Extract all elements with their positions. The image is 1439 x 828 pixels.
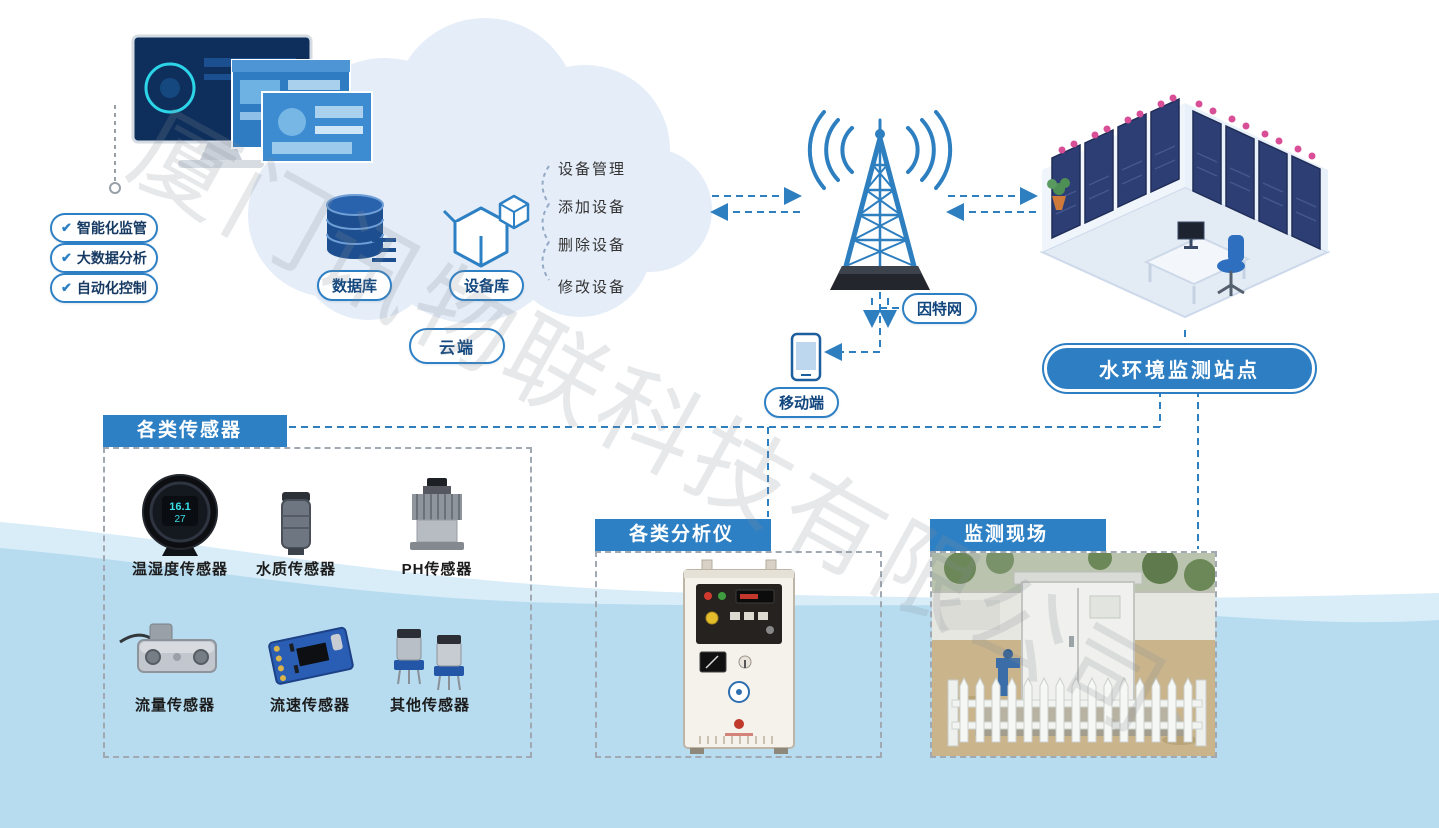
connector-lines [289,187,1199,549]
station-label-text: 水环境监测站点 [1047,348,1312,389]
monitor-illustration [131,34,373,168]
device-op-add: 添加设备 [558,199,627,216]
site-photo-image [932,553,1215,756]
sensor-other-image [394,629,464,691]
sensor-temp-humidity-image: 16.1 27 [142,474,218,556]
sensors-section-header: 各类传感器 [103,415,287,447]
temp-display-top: 16.1 [169,501,190,513]
analyzers-section-header: 各类分析仪 [595,519,771,551]
ops-divider-arcs [541,165,550,281]
sensors-section-box [103,447,532,758]
cloud-label: 云端 [409,328,506,364]
check-icon: ✔ [61,280,72,295]
database-icon [326,194,396,262]
feature-pill-automation-control: ✔ 自动化控制 [50,273,158,303]
device-library-label: 设备库 [449,270,525,301]
feature-label: 智能化监管 [76,220,147,236]
temp-display-bottom: 27 [174,514,186,525]
site-section-box [930,551,1217,758]
sensor-label-other: 其他传感器 [389,697,471,714]
device-op-delete: 删除设备 [558,237,627,254]
sensor-velocity-image [268,626,354,685]
signal-tower-icon [807,110,953,290]
mobile-label: 移动端 [764,387,840,418]
analyzers-section-box [595,551,882,758]
sensor-flow-image [119,623,217,673]
mobile-phone-icon [790,332,822,382]
internet-label: 因特网 [902,293,978,324]
sensor-label-temp-humidity: 温湿度传感器 [131,561,229,578]
sensor-ph-image [410,478,464,550]
feature-label: 自动化控制 [76,280,147,296]
feature-label: 大数据分析 [76,250,147,266]
device-op-manage: 设备管理 [558,161,627,178]
monitor-drop-line [109,105,121,194]
feature-pill-smart-supervision: ✔ 智能化监管 [50,213,158,243]
sensor-label-ph: PH传感器 [401,561,473,578]
database-label: 数据库 [317,270,393,301]
device-op-modify: 修改设备 [558,279,627,296]
sensor-label-flow: 流量传感器 [134,697,216,714]
sensor-label-velocity: 流速传感器 [269,697,351,714]
feature-pill-bigdata-analysis: ✔ 大数据分析 [50,243,158,273]
check-icon: ✔ [61,220,72,235]
station-label: 水环境监测站点 [1042,343,1317,394]
site-section-header: 监测现场 [930,519,1106,551]
sensor-label-water-quality: 水质传感器 [255,561,337,578]
analyzer-instrument-image [683,559,795,754]
check-icon: ✔ [61,250,72,265]
device-library-icon [442,194,530,268]
sensor-water-quality-image [281,492,311,555]
server-room-illustration [1039,94,1331,319]
